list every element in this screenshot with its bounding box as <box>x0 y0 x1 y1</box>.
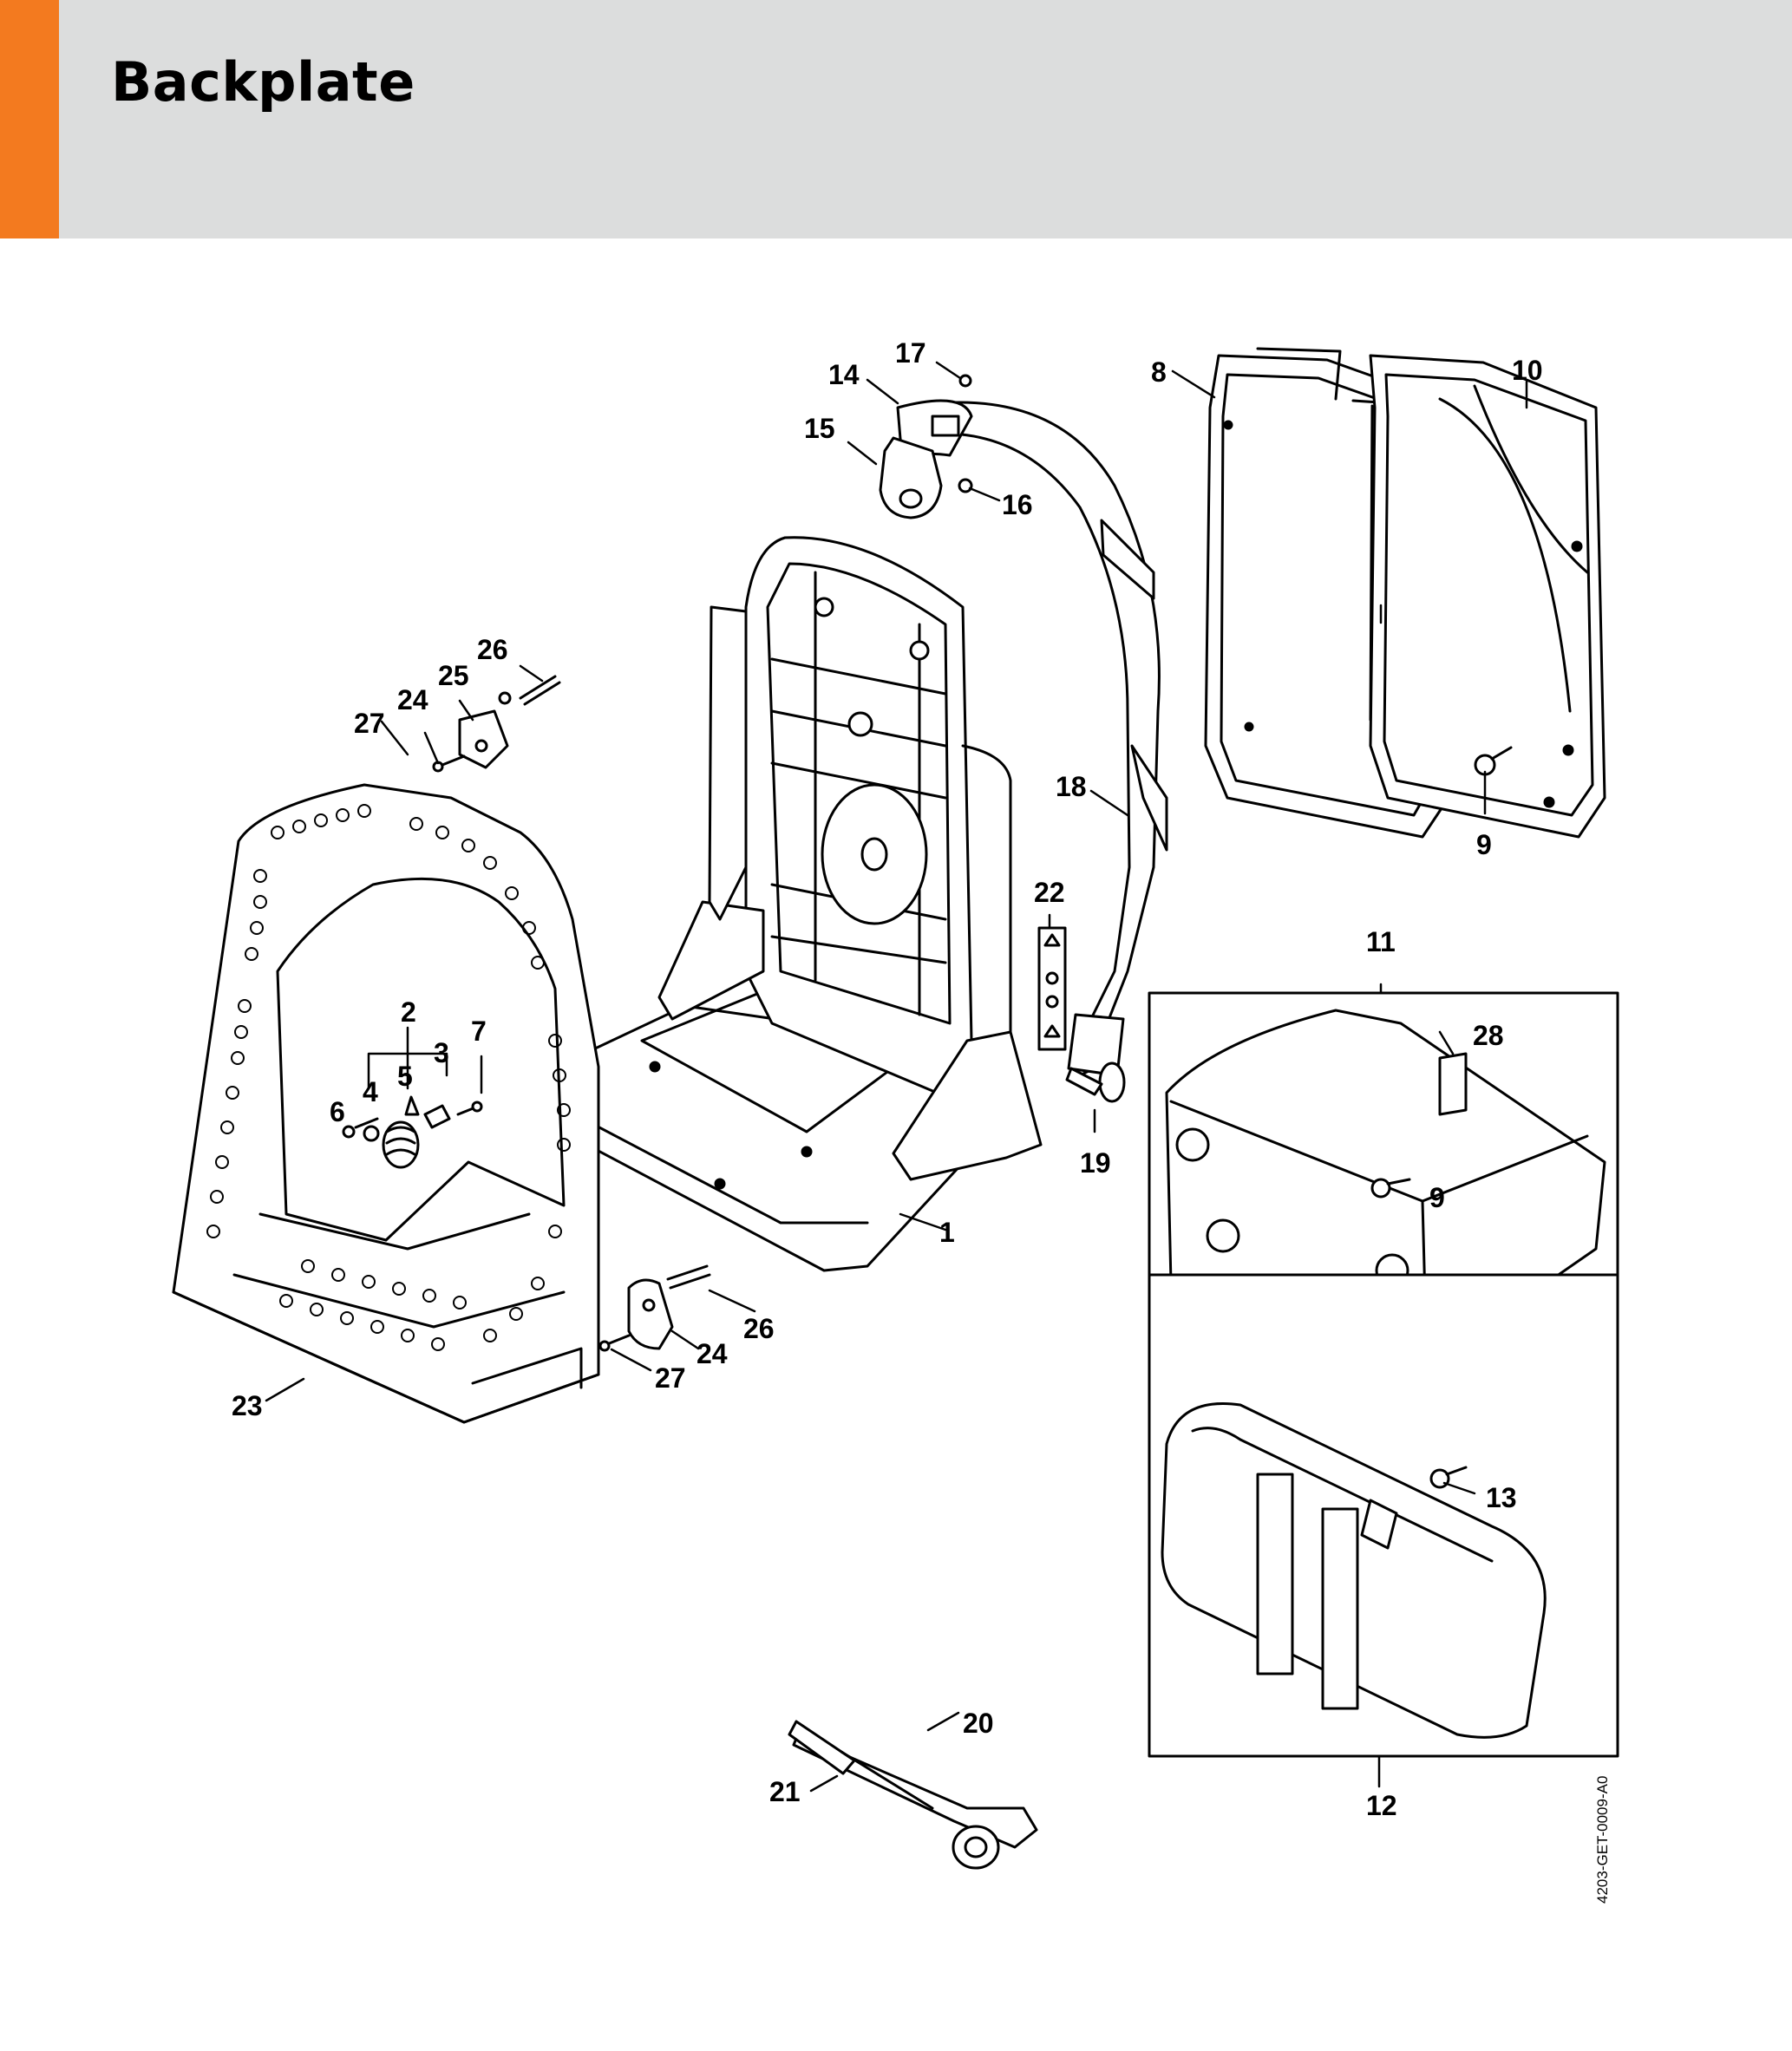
callout-8: 8 <box>1151 356 1167 388</box>
callout-6: 6 <box>330 1096 345 1127</box>
callout-9-belt: 9 <box>1429 1182 1445 1213</box>
callout-24-lower: 24 <box>697 1338 728 1369</box>
exploded-parts-diagram: 1 2 3 4 5 6 7 8 9 10 11 12 13 14 15 16 1… <box>0 238 1792 2047</box>
page-title: Backplate <box>111 50 415 114</box>
callout-11: 11 <box>1366 926 1396 957</box>
callout-1: 1 <box>939 1217 955 1248</box>
callout-19: 19 <box>1080 1147 1111 1179</box>
callout-13: 13 <box>1486 1482 1517 1513</box>
callout-10: 10 <box>1512 355 1543 386</box>
callout-18: 18 <box>1056 771 1087 802</box>
callout-20: 20 <box>963 1708 994 1739</box>
callout-15: 15 <box>804 413 835 444</box>
callout-16: 16 <box>1002 489 1033 520</box>
callout-25: 25 <box>438 660 469 691</box>
leader-lines <box>265 361 1528 1793</box>
callout-26-upper: 26 <box>477 634 508 665</box>
callout-26-lower: 26 <box>743 1313 775 1344</box>
callout-9-pad: 9 <box>1476 829 1492 860</box>
callout-21: 21 <box>769 1776 801 1807</box>
callout-14: 14 <box>828 359 860 390</box>
brand-accent-bar <box>0 0 59 238</box>
callout-28: 28 <box>1473 1020 1504 1051</box>
callout-3: 3 <box>434 1037 449 1068</box>
back-pad-10-drawing <box>1369 354 1606 839</box>
callout-27-lower: 27 <box>655 1362 686 1394</box>
mounting-bracket-upper-drawing <box>432 675 561 773</box>
callout-12: 12 <box>1366 1790 1397 1821</box>
page-header: Backplate <box>0 0 1792 238</box>
document-code: 4203-GET-0009-A0 <box>1594 1775 1611 1904</box>
callout-4: 4 <box>363 1076 378 1107</box>
callout-2: 2 <box>401 996 416 1028</box>
shoulder-strap-drawing <box>879 374 1168 1103</box>
hip-belt-box-12 <box>1148 1273 1619 1758</box>
guard-cage-drawing <box>172 783 600 1424</box>
mounting-bracket-lower-drawing <box>598 1264 711 1352</box>
callout-7: 7 <box>471 1016 487 1047</box>
callout-24-upper: 24 <box>397 684 428 715</box>
tool-kit-drawing <box>788 1720 1038 1870</box>
callout-17: 17 <box>895 337 926 369</box>
callout-22: 22 <box>1034 877 1065 908</box>
callout-5: 5 <box>397 1061 413 1092</box>
callout-labels: 1 2 3 4 5 6 7 8 9 10 11 12 13 14 15 16 1… <box>232 337 1543 1821</box>
callout-27-upper: 27 <box>354 708 385 739</box>
backplate-frame-drawing <box>527 536 1067 1272</box>
callout-23: 23 <box>232 1390 263 1421</box>
